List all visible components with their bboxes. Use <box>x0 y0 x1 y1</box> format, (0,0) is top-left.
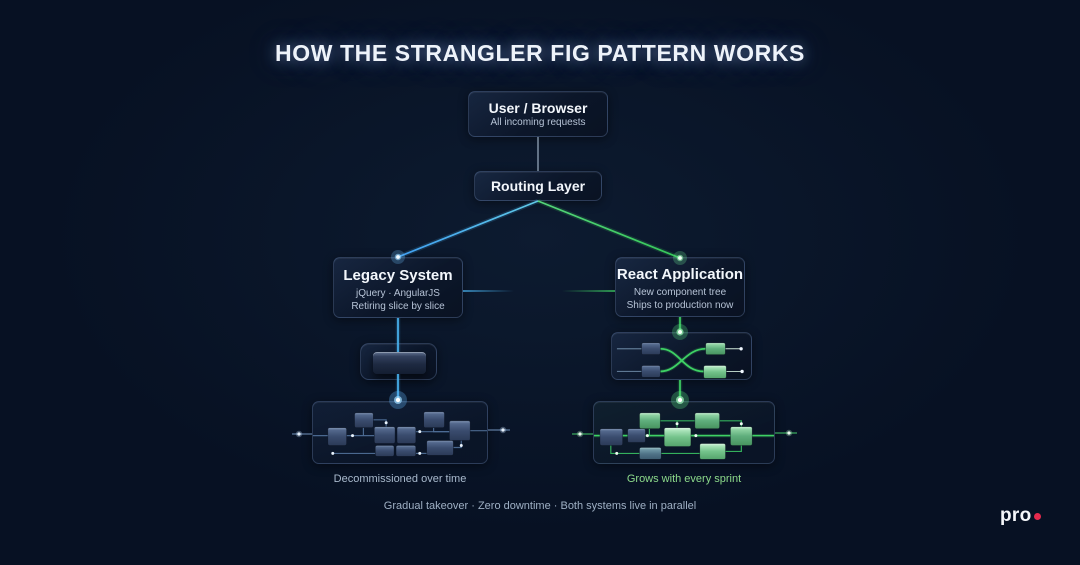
brand-logo: pro <box>1000 505 1041 527</box>
legacy-cluster-panel <box>312 401 488 464</box>
footer-note: Gradual takeover · Zero downtime · Both … <box>383 500 697 512</box>
react-cluster-diagram <box>594 412 774 460</box>
legacy-cluster-blocks <box>327 411 471 457</box>
node-user-browser-subtitle: All incoming requests <box>490 117 586 128</box>
page-title: HOW THE STRANGLER FIG PATTERN WORKS <box>275 40 805 66</box>
brand-logo-dot <box>1033 513 1041 520</box>
crossing-diagram <box>616 342 744 379</box>
react-cluster-dots <box>615 422 743 455</box>
crossing-blocks <box>641 342 727 379</box>
react-crossing-panel <box>611 332 752 380</box>
legacy-cluster-dots <box>331 421 463 455</box>
node-legacy-system-line1: jQuery · AngularJS <box>356 288 440 299</box>
node-user-browser-title: User / Browser <box>488 100 588 116</box>
legacy-cluster-diagram <box>313 411 487 457</box>
node-react-application-line1: New component tree <box>633 287 727 298</box>
monolith-block <box>373 352 426 374</box>
node-react-application: React Application New component tree Shi… <box>615 257 745 317</box>
node-legacy-system: Legacy System jQuery · AngularJS Retirin… <box>333 257 463 318</box>
node-routing-layer-title: Routing Layer <box>490 178 586 194</box>
react-caption: Grows with every sprint <box>626 473 742 485</box>
node-legacy-system-line2: Retiring slice by slice <box>351 301 445 312</box>
legacy-monolith-panel <box>360 343 437 380</box>
brand-logo-text: pro <box>1000 505 1032 526</box>
react-cluster-blocks <box>599 412 753 460</box>
node-legacy-system-title: Legacy System <box>343 267 453 284</box>
node-routing-layer: Routing Layer <box>474 171 602 201</box>
node-react-application-title: React Application <box>616 266 744 283</box>
react-cluster-panel <box>593 401 775 464</box>
legacy-caption: Decommissioned over time <box>333 473 467 485</box>
node-react-application-line2: Ships to production now <box>626 300 734 311</box>
node-user-browser: User / Browser All incoming requests <box>468 91 608 137</box>
routing-to-react-line <box>537 200 681 259</box>
routing-to-legacy-line <box>397 200 539 258</box>
